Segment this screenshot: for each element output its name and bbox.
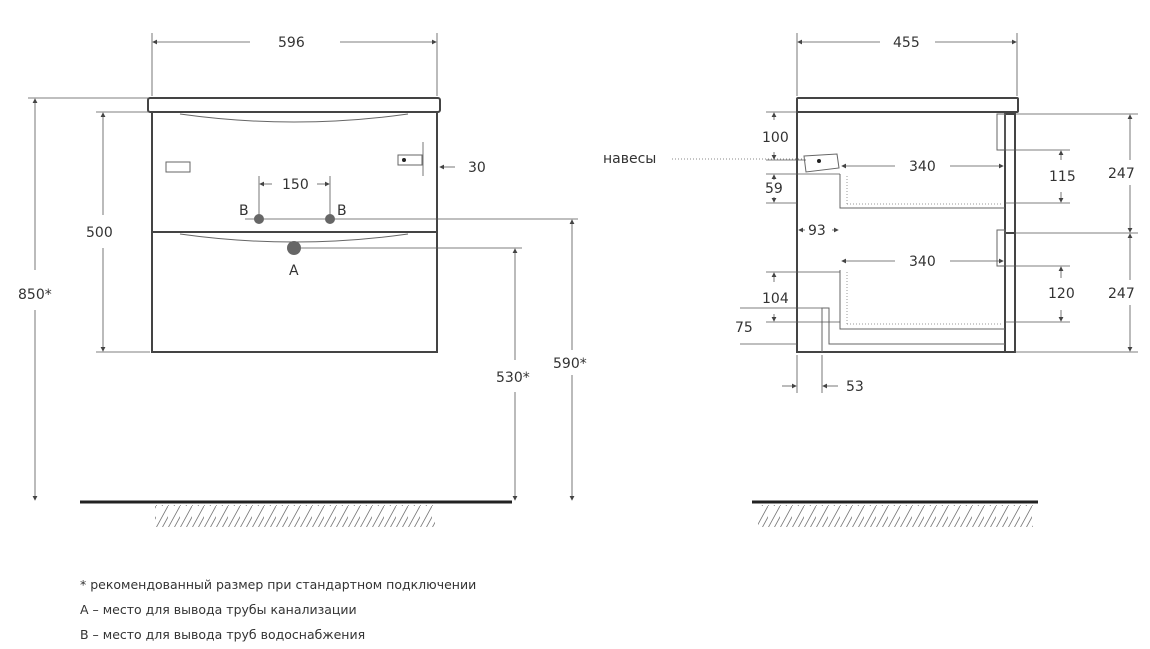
hinge-icon-right bbox=[397, 154, 423, 166]
dim-104: 104 bbox=[762, 291, 789, 307]
dim-sewer-height: 530* bbox=[496, 370, 530, 386]
dim-depth: 455 bbox=[893, 35, 920, 51]
dim-120: 120 bbox=[1048, 286, 1075, 302]
hinge-icon-left bbox=[165, 161, 191, 173]
dim-front-bottom: 247 bbox=[1108, 286, 1135, 302]
front-view: 30 596 850* 500 150 B B A bbox=[18, 33, 587, 527]
dim-115: 115 bbox=[1049, 169, 1076, 185]
dim-59: 59 bbox=[765, 181, 783, 197]
note-a: А – место для вывода трубы канализации bbox=[80, 602, 357, 617]
dim-front-top: 247 bbox=[1108, 166, 1135, 182]
dim-drawer-depth-bottom: 340 bbox=[909, 254, 936, 270]
label-b-left: B bbox=[239, 203, 249, 219]
floor-hatch-front bbox=[155, 505, 435, 527]
water-outlet-b-left bbox=[254, 214, 264, 224]
hinges-label: навесы bbox=[603, 151, 656, 167]
dim-75: 75 bbox=[735, 320, 753, 336]
footnotes: * рекомендованный размер при стандартном… bbox=[80, 572, 476, 647]
label-b-right: B bbox=[337, 203, 347, 219]
dim-100: 100 bbox=[762, 130, 789, 146]
drawer-top bbox=[839, 174, 1005, 209]
note-b: В – место для вывода труб водоснабжения bbox=[80, 627, 366, 642]
hinge-bracket-icon bbox=[803, 153, 840, 173]
note-recommended: * рекомендованный размер при стандартном… bbox=[80, 577, 477, 592]
dim-width: 596 bbox=[278, 35, 305, 51]
label-a: A bbox=[289, 263, 299, 279]
back-cutout bbox=[821, 307, 1005, 352]
dim-total-height: 850* bbox=[18, 287, 52, 303]
dim-pipe-spacing: 150 bbox=[282, 177, 309, 193]
side-countertop bbox=[796, 97, 1019, 113]
dim-water-height: 590* bbox=[553, 356, 587, 372]
drawer-bottom bbox=[839, 270, 1005, 330]
dim-93: 93 bbox=[808, 223, 826, 239]
dim-53: 53 bbox=[846, 379, 864, 395]
sewer-outlet-a bbox=[287, 241, 301, 255]
floor-hatch-side bbox=[758, 505, 1033, 527]
side-view: 455 навесы 100 59 93 340 340 104 75 bbox=[603, 33, 1138, 527]
side-body bbox=[796, 111, 1006, 353]
handle-curve-top bbox=[179, 113, 409, 123]
countertop bbox=[147, 97, 441, 113]
dim-hinge-offset: 30 bbox=[468, 160, 486, 176]
water-outlet-b-right bbox=[325, 214, 335, 224]
dim-drawer-depth-top: 340 bbox=[909, 159, 936, 175]
dim-body-height: 500 bbox=[86, 225, 113, 241]
